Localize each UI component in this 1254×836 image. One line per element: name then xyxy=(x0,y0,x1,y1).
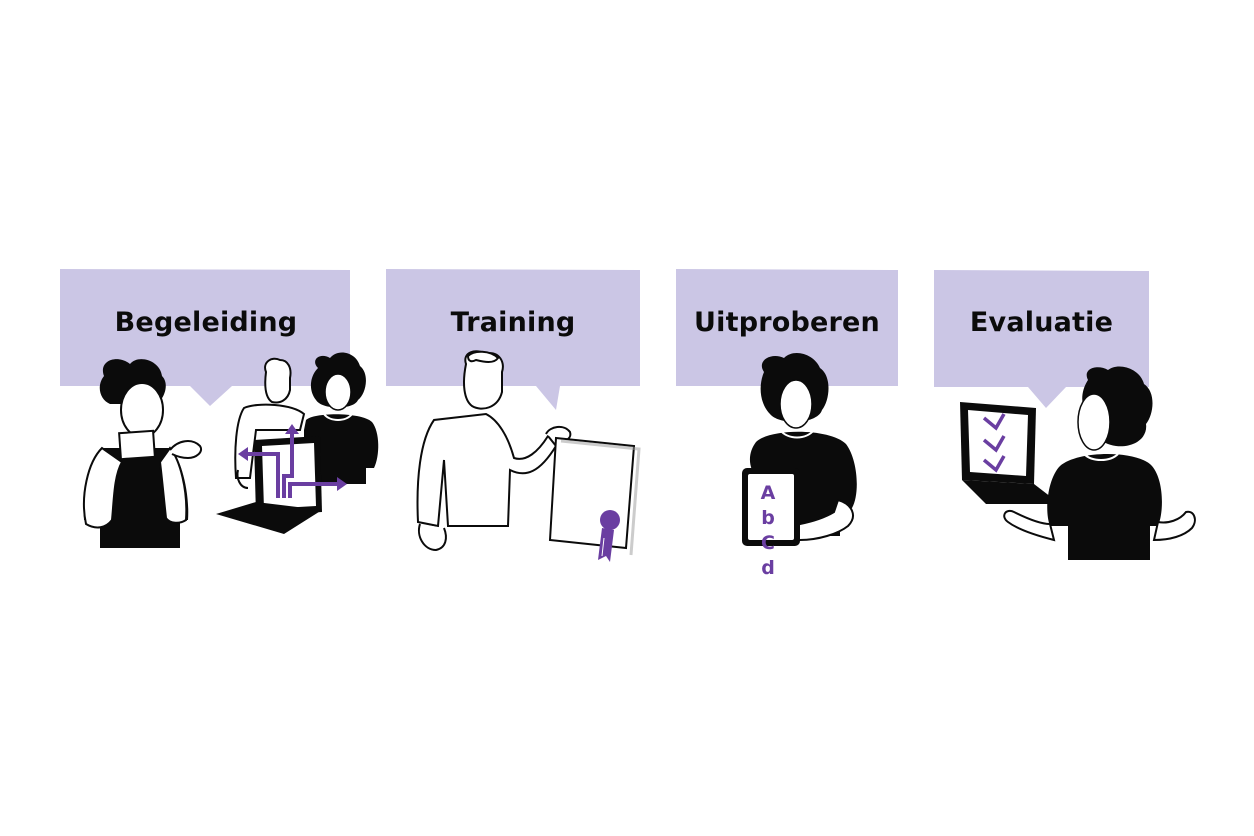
step-title: Uitproberen xyxy=(694,307,880,338)
bubble-shape xyxy=(386,269,640,410)
person-curly-black xyxy=(304,352,379,484)
tablet-letters-row-1: A b xyxy=(760,482,782,529)
checklist-laptop-icon xyxy=(960,402,1060,504)
step-title: Evaluatie xyxy=(969,307,1114,338)
person-man-outline xyxy=(234,357,306,489)
direction-arrows-icon xyxy=(244,430,340,498)
certificate-icon xyxy=(548,436,641,562)
person-woman-card xyxy=(83,359,202,548)
tablet-letters: A b C d xyxy=(746,481,796,581)
tablet-icon xyxy=(742,468,800,546)
tablet-letters-row-2: C d xyxy=(761,532,781,579)
step-title: Begeleiding xyxy=(114,307,298,338)
bubble-shape xyxy=(676,269,898,386)
step-title: Training xyxy=(450,307,576,338)
person-man-certificate xyxy=(416,350,572,552)
person-curly-shrug xyxy=(1003,366,1196,560)
